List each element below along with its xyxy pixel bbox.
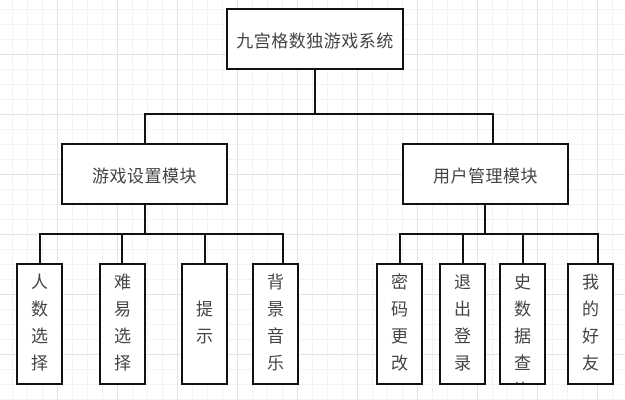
- difficulty-node[interactable]: 难易选择: [99, 263, 146, 385]
- root-node[interactable]: 九宫格数独游戏系统: [226, 8, 404, 70]
- hint-node[interactable]: 提示: [181, 263, 228, 385]
- connector-to-game-settings: [144, 113, 146, 145]
- connector-to-history-query: [522, 233, 524, 265]
- my-friends-node[interactable]: 我的好友: [567, 263, 614, 385]
- user-management-module-node[interactable]: 用户管理模块: [402, 143, 569, 205]
- root-node-label: 九宫格数独游戏系统: [236, 31, 394, 52]
- connector-user-management-down: [484, 203, 486, 235]
- connector-to-difficulty: [121, 233, 123, 265]
- connector-to-user-management: [492, 113, 494, 145]
- history-query-node[interactable]: 历史数据查询: [499, 263, 546, 385]
- connector-level2-left-horizontal: [39, 233, 284, 235]
- connector-level1-horizontal: [144, 113, 494, 115]
- game-settings-module-label: 游戏设置模块: [92, 166, 197, 187]
- history-query-label: 历史数据查询: [514, 265, 531, 383]
- connector-to-hint: [204, 233, 206, 265]
- connector-root-down: [314, 69, 316, 115]
- background-music-label: 背景音乐: [267, 273, 284, 374]
- connector-to-my-friends: [597, 233, 599, 265]
- connector-level2-right-horizontal: [399, 233, 599, 235]
- change-password-label: 密码更改: [391, 273, 408, 374]
- connector-to-background-music: [282, 233, 284, 265]
- hint-label: 提示: [196, 300, 213, 347]
- game-settings-module-node[interactable]: 游戏设置模块: [61, 143, 228, 205]
- player-count-node[interactable]: 人数选择: [16, 263, 63, 385]
- connector-to-player-count: [39, 233, 41, 265]
- difficulty-label: 难易选择: [114, 273, 131, 374]
- my-friends-label: 我的好友: [582, 273, 599, 374]
- logout-node[interactable]: 退出登录: [439, 263, 486, 385]
- player-count-label: 人数选择: [31, 273, 48, 374]
- logout-label: 退出登录: [454, 273, 471, 374]
- change-password-node[interactable]: 密码更改: [376, 263, 423, 385]
- connector-to-change-password: [399, 233, 401, 265]
- user-management-module-label: 用户管理模块: [433, 166, 538, 187]
- background-music-node[interactable]: 背景音乐: [252, 263, 299, 385]
- connector-game-settings-down: [144, 203, 146, 235]
- connector-to-logout: [462, 233, 464, 265]
